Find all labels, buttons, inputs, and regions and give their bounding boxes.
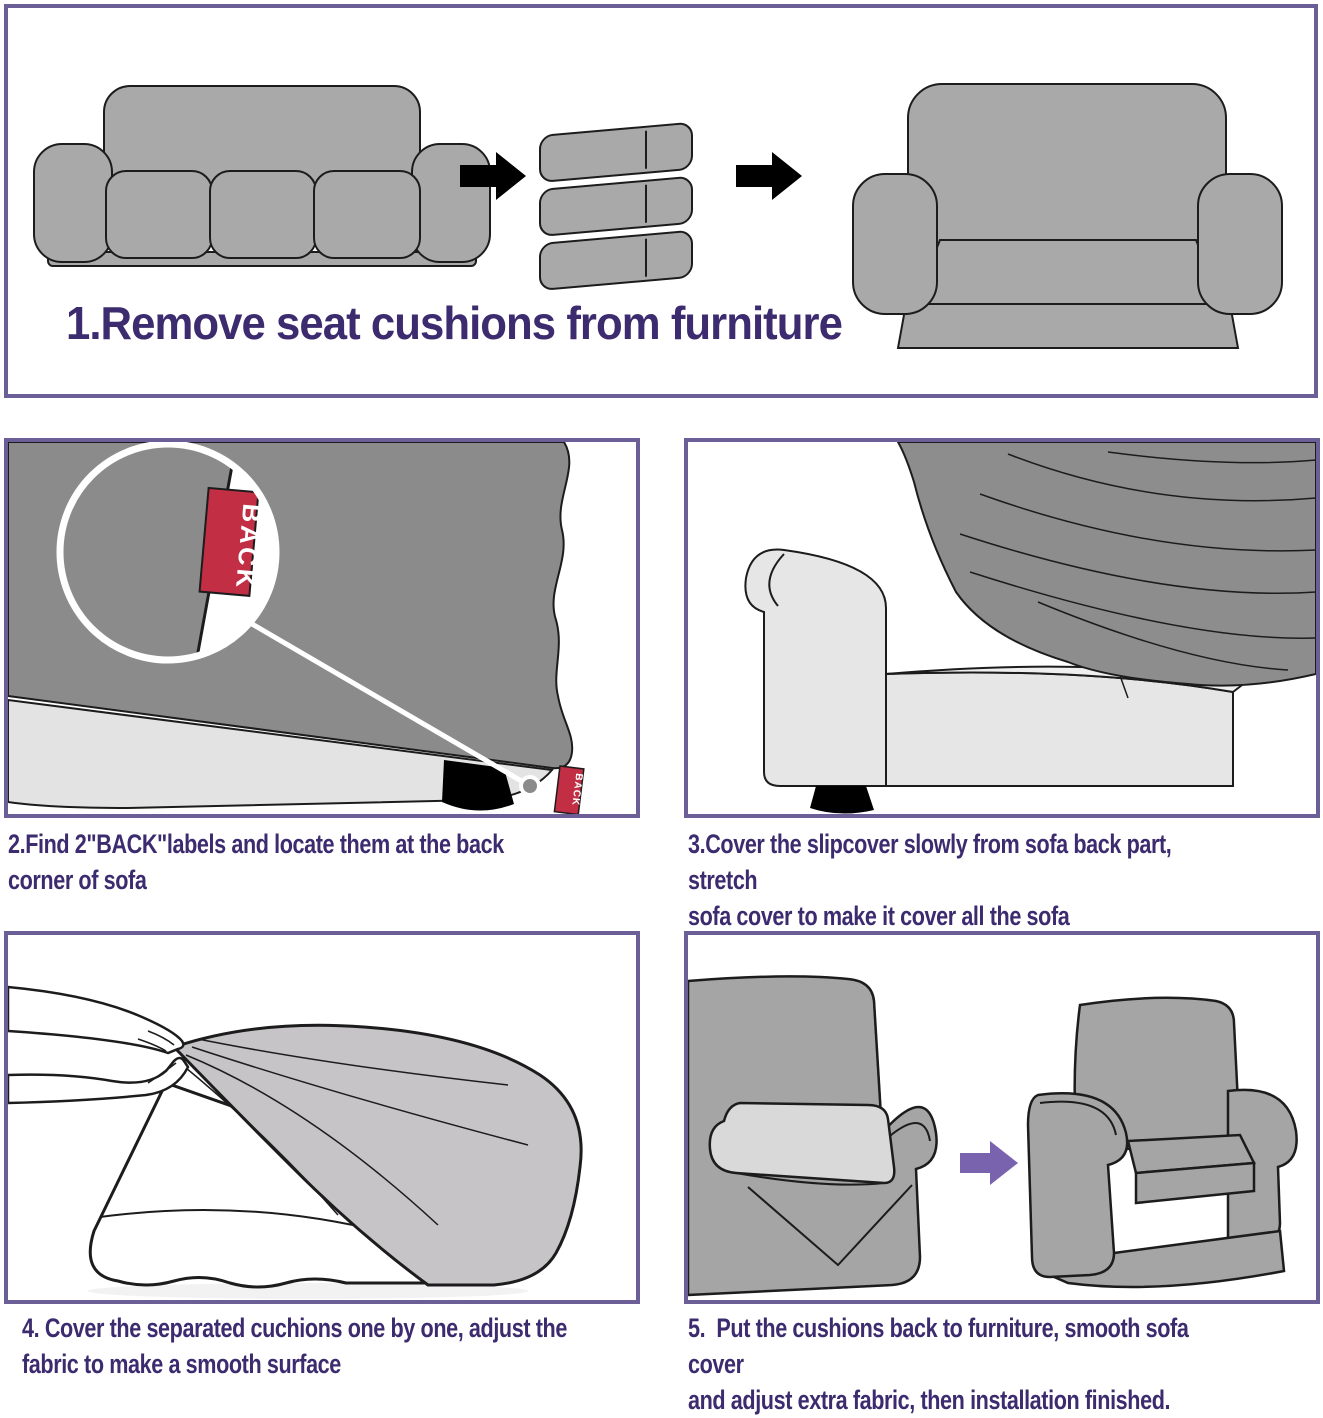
step4-caption: 4. Cover the separated cuchions one by o… <box>22 1313 567 1379</box>
step1-panel: 1.Remove seat cushions from furniture <box>4 4 1318 398</box>
uncovered-sofa <box>744 548 1249 787</box>
arrow-right-icon <box>960 1141 1018 1185</box>
sofa-without-cushions <box>852 83 1283 349</box>
step2-caption: 2.Find 2"BACK"labels and locate them at … <box>8 829 504 895</box>
chair-with-loose-cushion <box>688 975 938 1297</box>
cushion-stack <box>539 122 693 290</box>
back-tag-large: BACK <box>198 486 267 597</box>
step3-caption: 3.Cover the slipcover slowly from sofa b… <box>688 829 1172 931</box>
finished-chair <box>1026 996 1298 1289</box>
arrow-right-icon <box>736 152 802 200</box>
step1-caption: 1.Remove seat cushions from furniture <box>66 297 843 349</box>
pointer-line <box>250 621 532 789</box>
step4-panel <box>4 931 640 1304</box>
slipcover-drape <box>896 442 1316 687</box>
svg-text:BACK: BACK <box>569 773 584 807</box>
step5-panel <box>684 931 1320 1304</box>
sofa-foot <box>442 760 514 811</box>
step2-panel: BACK BACK <box>4 438 640 818</box>
step4-illustration <box>8 985 583 1299</box>
step1-illustration <box>33 83 1283 349</box>
sofa-with-cushions <box>33 85 491 267</box>
step2-illustration: BACK BACK <box>8 442 585 814</box>
finger-lines <box>137 1030 177 1084</box>
instruction-sheet: 1.Remove seat cushions from furniture BA… <box>4 4 1320 1415</box>
pointer-marker <box>519 775 541 797</box>
arrow-right-icon <box>460 152 526 200</box>
step5-caption: 5. Put the cushions back to furniture, s… <box>688 1313 1189 1415</box>
fabric-fold-lines <box>959 451 1316 671</box>
cushion-cover <box>171 1023 583 1287</box>
loose-seat-cushion <box>708 1101 896 1185</box>
step5-illustration <box>688 975 1298 1297</box>
back-tag-small: BACK <box>553 765 585 814</box>
floor-reflection <box>88 1283 528 1299</box>
magnifier-circle: BACK <box>56 442 280 664</box>
step3-illustration <box>744 442 1316 814</box>
step3-panel <box>684 438 1320 818</box>
fabric-fold-lines <box>179 1038 529 1226</box>
sofa-foot <box>810 786 874 814</box>
hands <box>8 985 190 1105</box>
